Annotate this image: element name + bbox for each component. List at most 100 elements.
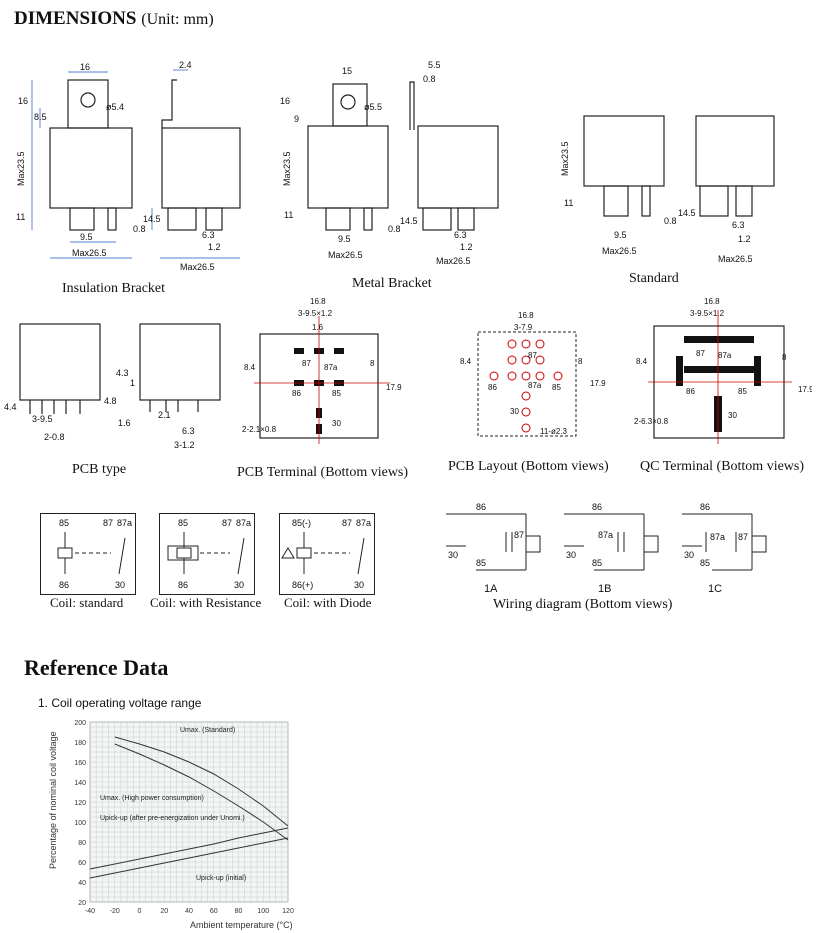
dim-2-4: 2.4	[179, 60, 192, 70]
dim-1-2-s: 1.2	[738, 234, 751, 244]
dim-14-5-s: 14.5	[678, 208, 696, 218]
chart-series-line-2	[114, 743, 289, 841]
dim-16-8-l: 16.8	[518, 311, 534, 320]
chart-ytick-label: 80	[78, 840, 86, 847]
chart-ytick-label: 120	[74, 800, 86, 807]
dim-dia54: ø5.4	[106, 102, 124, 112]
chart-xtick-label: 120	[282, 908, 294, 915]
dim-16-8: 16.8	[310, 297, 326, 306]
dim-14-5-m: 14.5	[400, 216, 418, 226]
dim-6-3: 6.3	[202, 230, 215, 240]
coil-std-86: 86	[59, 580, 69, 590]
caption-metal-bracket: Metal Bracket	[352, 276, 432, 291]
dim-4-3: 4.3	[116, 368, 129, 378]
pin-87a-t: 87a	[324, 363, 338, 372]
dim-8-l: 8	[578, 357, 583, 366]
unit-label: (Unit: mm)	[141, 11, 214, 28]
dim-8: 8	[370, 359, 375, 368]
dim-3-7-9: 3-7.9	[514, 323, 533, 332]
pin-86-l: 86	[488, 383, 497, 392]
chart-series-label-2: Umax. (High power consumption)	[100, 795, 204, 802]
chart-series-label-1: Umax. (Standard)	[180, 727, 235, 734]
coil-res-87: 87	[222, 518, 232, 528]
dim-0-8-top: 0.8	[423, 74, 436, 84]
caption-coil-resistance: Coil: with Resistance	[150, 595, 262, 610]
caption-qc-terminal: QC Terminal (Bottom views)	[640, 459, 805, 474]
wire-1c-85: 85	[700, 558, 710, 568]
wire-1b-87a: 87a	[598, 530, 613, 540]
wire-1b-85: 85	[592, 558, 602, 568]
caption-insulation-bracket: Insulation Bracket	[62, 281, 166, 296]
dim-4-4: 4.4	[4, 402, 17, 412]
insulation-bracket-drawing: 16 2.4 16 8.5 ø5.4 Max23.5 11 9.5 0.8 Ma…	[16, 60, 241, 272]
chart-xtick-label: 0	[138, 908, 142, 915]
dim-max265-b: Max26.5	[180, 262, 215, 272]
dim-9-5-s: 9.5	[614, 230, 627, 240]
coil-diode-diagram: 85(-) 87 87a 86(+) 30	[279, 513, 375, 595]
wire-1c-87a: 87a	[710, 532, 725, 542]
wire-1c-87: 87	[738, 532, 748, 542]
chart-series-line-1	[114, 736, 289, 827]
dim-max265-m2: Max26.5	[436, 256, 471, 266]
metal-bracket-drawing: 15 5.5 0.8 16 9 ø5.5 Max23.5 11 9.5 0.8 …	[280, 60, 499, 266]
dim-17-9: 17.9	[386, 383, 402, 392]
coil-dio-30: 30	[354, 580, 364, 590]
dim-16-8-q: 16.8	[704, 297, 720, 306]
pin-87-l: 87	[528, 351, 537, 360]
chart-xtick-label: 40	[185, 908, 193, 915]
pin-85-t: 85	[332, 389, 341, 398]
dim-max235: Max23.5	[16, 151, 26, 186]
chart-ytick-label: 40	[78, 880, 86, 887]
wire-1b: 1B	[598, 583, 611, 595]
chart-series-line-4	[89, 837, 289, 879]
coil-voltage-chart: Percentage of nominal coil voltage Ambie…	[48, 720, 294, 930]
dim-max265: Max26.5	[72, 248, 107, 258]
dim-h16: 16	[18, 96, 28, 106]
pin-30-t: 30	[332, 419, 341, 428]
pcb-terminal-drawing: 16.8 3-9.5×1.2 1.6 87 87a 86 85 30 8.4 8…	[242, 297, 402, 444]
coil-std-85: 85	[59, 518, 69, 528]
coil-res-85: 85	[178, 518, 188, 528]
reference-subtitle: 1. Coil operating voltage range	[38, 696, 202, 710]
dim-6-3-s: 6.3	[732, 220, 745, 230]
pin-86-t: 86	[292, 389, 301, 398]
dimensions-title: DIMENSIONS	[14, 8, 137, 29]
pin-85-q: 85	[738, 387, 747, 396]
pin-86-q: 86	[686, 387, 695, 396]
wire-1c-30: 30	[684, 550, 694, 560]
dim-1: 1	[130, 378, 135, 388]
chart-ytick-label: 100	[74, 820, 86, 827]
wire-1b-30: 30	[566, 550, 576, 560]
dim-max265-s2: Max26.5	[718, 254, 753, 264]
dim-max235-s: Max23.5	[560, 141, 570, 176]
chart-ytick-label: 60	[78, 860, 86, 867]
dim-2-1: 2.1	[158, 410, 171, 420]
dim-5-5: 5.5	[428, 60, 441, 70]
dim-1-2-m: 1.2	[460, 242, 473, 252]
pin-85-l: 85	[552, 383, 561, 392]
standard-drawing: Max23.5 11 9.5 0.8 Max26.5 14.5 6.3 1.2 …	[560, 115, 775, 264]
caption-standard: Standard	[629, 271, 679, 286]
wire-1a-30: 30	[448, 550, 458, 560]
coil-dio-87: 87	[342, 518, 352, 528]
pin-30-l: 30	[510, 407, 519, 416]
wire-1a: 1A	[484, 583, 498, 595]
wire-1a-87: 87	[514, 530, 524, 540]
chart-ytick-label: 140	[74, 780, 86, 787]
pin-87a-q: 87a	[718, 351, 732, 360]
pin-87a-l: 87a	[528, 381, 542, 390]
coil-dio-87a: 87a	[356, 518, 371, 528]
dim-8-4: 8.4	[244, 363, 256, 372]
coil-std-87a: 87a	[117, 518, 132, 528]
dim-11-dia: 11-ø2.3	[540, 427, 568, 436]
dim-2-0-8: 2-0.8	[44, 432, 65, 442]
wire-1c-86: 86	[700, 502, 710, 512]
caption-pcb-layout: PCB Layout (Bottom views)	[448, 459, 609, 474]
wire-1a-86: 86	[476, 502, 486, 512]
dim-dia55: ø5.5	[364, 102, 382, 112]
dim-9: 9	[294, 114, 299, 124]
chart-series-label-4: Upick-up (initial)	[196, 875, 246, 882]
chart-xlabel: Ambient temperature (°C)	[190, 920, 293, 930]
dim-3-1-2: 3-1.2	[174, 440, 195, 450]
dim-11-s: 11	[564, 198, 573, 208]
